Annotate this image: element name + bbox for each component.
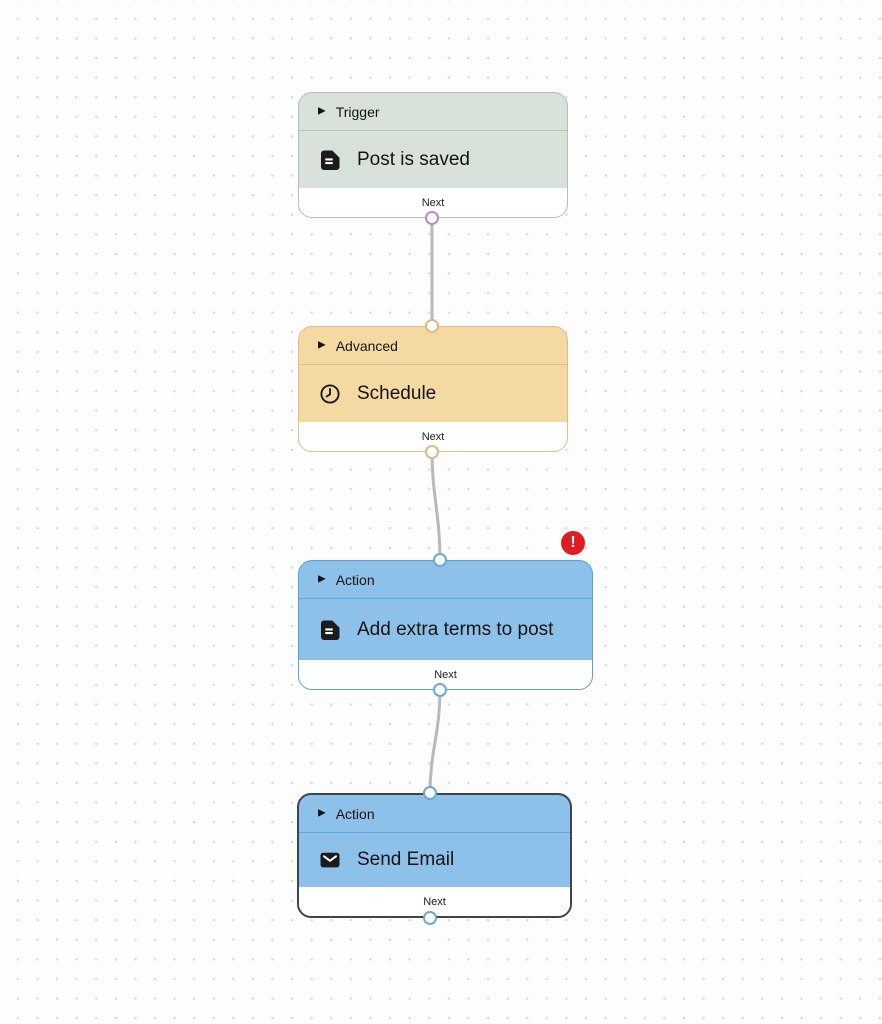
node-header[interactable]: ▶ Trigger bbox=[299, 93, 567, 131]
node-footer: Next bbox=[299, 887, 570, 916]
node-body[interactable]: Schedule bbox=[299, 365, 567, 422]
mail-icon bbox=[318, 848, 342, 872]
error-exclamation-glyph: ! bbox=[570, 534, 576, 551]
error-badge[interactable]: ! bbox=[561, 531, 585, 555]
document-icon bbox=[318, 148, 342, 172]
node-body[interactable]: Add extra terms to post bbox=[299, 599, 592, 660]
node-advanced-schedule[interactable]: ▶ Advanced Schedule Next bbox=[298, 326, 568, 452]
node-footer: Next bbox=[299, 660, 592, 689]
port-input-action-2[interactable] bbox=[423, 786, 437, 800]
node-category-label: Action bbox=[335, 571, 375, 588]
port-output-action-2[interactable] bbox=[423, 911, 437, 925]
next-label: Next bbox=[421, 196, 445, 209]
node-category-label: Action bbox=[335, 805, 375, 822]
port-input-action-1[interactable] bbox=[433, 553, 447, 567]
node-title: Send Email bbox=[357, 849, 455, 870]
node-header[interactable]: ▶ Action bbox=[299, 561, 592, 599]
node-category-label: Trigger bbox=[335, 103, 380, 120]
node-action-add-extra-terms[interactable]: ▶ Action Add extra terms to post Next bbox=[298, 560, 593, 690]
connector-edge-action1-action2[interactable] bbox=[428, 688, 442, 795]
node-title: Post is saved bbox=[357, 148, 470, 170]
node-title: Schedule bbox=[357, 382, 437, 404]
node-trigger[interactable]: ▶ Trigger Post is saved Next bbox=[298, 92, 568, 218]
clock-icon bbox=[318, 382, 342, 406]
port-output-trigger[interactable] bbox=[425, 211, 439, 225]
port-output-advanced[interactable] bbox=[425, 445, 439, 459]
port-input-advanced[interactable] bbox=[425, 319, 439, 333]
node-action-send-email[interactable]: ▶ Action Send Email Next bbox=[297, 793, 572, 918]
next-label: Next bbox=[423, 895, 446, 908]
node-category-label: Advanced bbox=[335, 337, 398, 354]
node-header[interactable]: ▶ Action bbox=[299, 795, 570, 833]
document-icon bbox=[318, 618, 342, 642]
port-output-action-1[interactable] bbox=[433, 683, 447, 697]
node-body[interactable]: Send Email bbox=[299, 833, 570, 887]
collapse-triangle-icon[interactable]: ▶ bbox=[318, 339, 326, 350]
node-body[interactable]: Post is saved bbox=[299, 131, 567, 188]
next-label: Next bbox=[434, 668, 457, 681]
collapse-triangle-icon[interactable]: ▶ bbox=[318, 105, 326, 116]
node-header[interactable]: ▶ Advanced bbox=[299, 327, 567, 365]
connector-edge-advanced-action1[interactable] bbox=[430, 450, 442, 562]
collapse-triangle-icon[interactable]: ▶ bbox=[318, 807, 326, 818]
collapse-triangle-icon[interactable]: ▶ bbox=[318, 573, 326, 584]
next-label: Next bbox=[421, 430, 445, 443]
node-title: Add extra terms to post bbox=[357, 618, 554, 640]
